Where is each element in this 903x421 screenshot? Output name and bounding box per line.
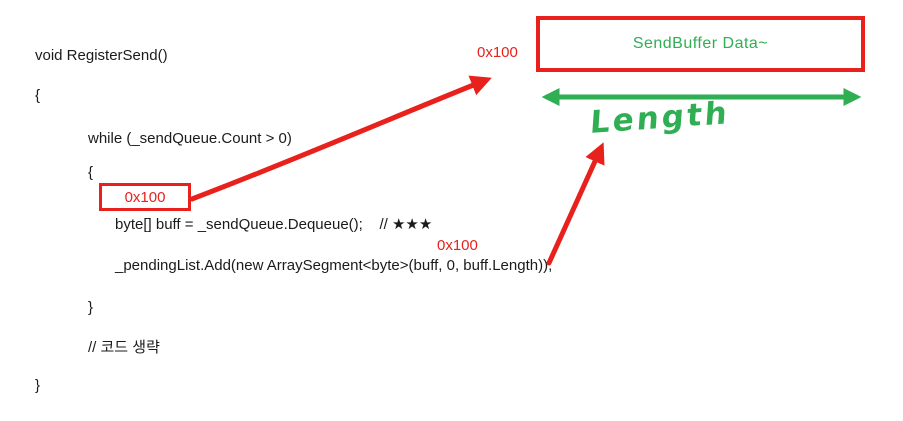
- code-line-pending: _pendingList.Add(new ArraySegment<byte>(…: [115, 257, 553, 274]
- code-line-signature: void RegisterSend(): [35, 47, 168, 64]
- code-line-while-open: {: [88, 164, 94, 181]
- length-label: Length: [588, 94, 732, 142]
- code-line-comment: // 코드 생략: [88, 339, 160, 356]
- hex-label-top: 0x100: [477, 44, 518, 61]
- sendbuffer-box-label: SendBuffer Data~: [632, 35, 769, 52]
- sendbuffer-box: SendBuffer Data~: [536, 16, 865, 72]
- code-line-open-brace: {: [35, 87, 41, 104]
- red-arrow-to-length-icon: [546, 142, 605, 266]
- code-line-close-brace: }: [35, 377, 41, 394]
- hex-label-mid: 0x100: [437, 237, 478, 254]
- code-line-while-close: }: [88, 299, 94, 316]
- hex-box-label: 0x100: [124, 188, 166, 206]
- code-line-dequeue: byte[] buff = _sendQueue.Dequeue(); // ★…: [115, 216, 433, 233]
- code-line-while: while (_sendQueue.Count > 0): [88, 130, 292, 147]
- hex-value-box: 0x100: [99, 183, 191, 211]
